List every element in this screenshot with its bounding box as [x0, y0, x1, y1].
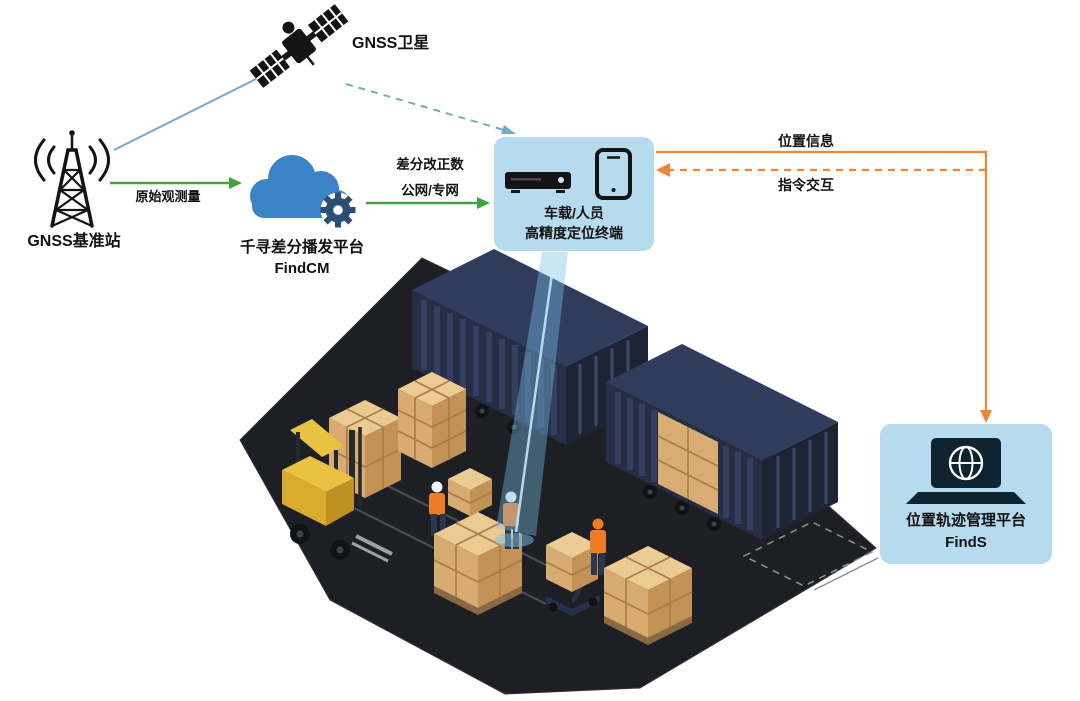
- base-station-icon: [34, 130, 110, 228]
- satellite-icon: [249, 4, 349, 88]
- satellite-label: GNSS卫星: [352, 35, 430, 52]
- command-interaction-label: 指令交互: [778, 177, 834, 193]
- flow-command-interaction-arrow: [656, 163, 986, 177]
- warehouse-scene: [239, 249, 877, 695]
- container-open-door: [657, 412, 719, 514]
- differential-correction-label-1: 差分改正数: [396, 157, 464, 172]
- link-satellite-to-terminal: [345, 83, 516, 134]
- terminal-label-2: 高精度定位终端: [525, 225, 623, 242]
- pallet-stack-d: [433, 512, 523, 615]
- receiver-icon: [505, 172, 571, 193]
- position-info-label: 位置信息: [778, 133, 834, 149]
- container-2: [606, 344, 838, 540]
- flow-position-info-arrow: [656, 150, 992, 423]
- dashed-zone: [742, 521, 874, 587]
- worker-1: [429, 481, 446, 536]
- flow-differential-correction-arrow: [366, 197, 490, 209]
- terminal-icons: [505, 148, 632, 200]
- base-station-label: GNSS基准站: [27, 233, 121, 250]
- orange-helmet: [592, 518, 604, 530]
- cloud-gear-icon: [250, 155, 356, 228]
- raw-observation-label: 原始观测量: [135, 189, 201, 204]
- cloud-platform-title: 千寻差分播发平台: [239, 239, 364, 256]
- globe-icon: [948, 445, 984, 481]
- flow-raw-observation-arrow: [110, 177, 242, 189]
- positioning-beam: [494, 251, 568, 547]
- pallet-stack-e: [603, 546, 693, 645]
- differential-correction-label-2: 公网/专网: [401, 183, 459, 198]
- smartphone-icon: [595, 148, 632, 200]
- terminal-card: 车载/人员 高精度定位终端: [494, 137, 654, 251]
- gear-icon: [320, 192, 356, 228]
- link-satellite-to-base-station: [113, 77, 259, 151]
- worker-3: [590, 518, 606, 575]
- forklift: [282, 419, 393, 563]
- pallet-stack-f: [545, 532, 599, 592]
- laptop-globe-icon: [906, 438, 1026, 504]
- platform-pointer-line: [813, 557, 879, 591]
- platform-product: FindS: [945, 533, 987, 551]
- platform-card: 位置轨迹管理平台 FindS: [880, 424, 1052, 564]
- cloud-platform-product: FindCM: [274, 260, 330, 277]
- pallet-stack-b: [397, 372, 467, 468]
- platform-title: 位置轨迹管理平台: [905, 512, 1026, 529]
- pallet-stack-c: [447, 468, 493, 516]
- terminal-label-1: 车载/人员: [544, 205, 604, 221]
